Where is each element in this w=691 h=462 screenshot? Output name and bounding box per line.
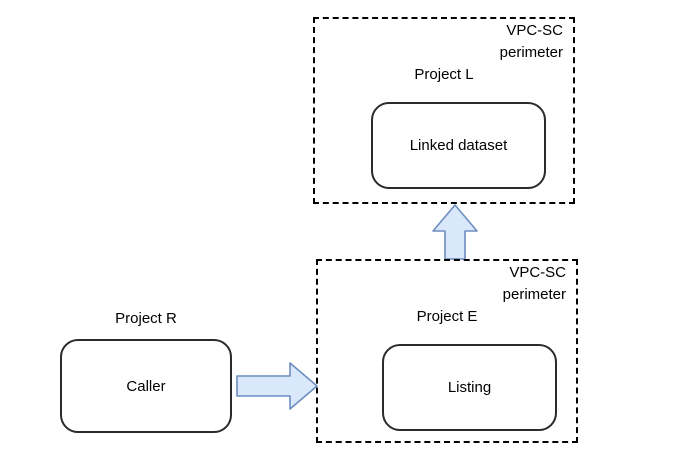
node-label-listing: Listing — [447, 379, 492, 396]
arrow-caller-to-listing — [236, 361, 318, 411]
arrow-listing-to-linked-dataset — [430, 204, 480, 260]
project-label-l: Project L — [414, 66, 474, 83]
vpc-sc-perimeter-project-l — [313, 17, 575, 204]
node-label-linked-dataset: Linked dataset — [409, 137, 508, 154]
project-label-e: Project E — [416, 308, 478, 325]
vpc-sc-perimeter-project-e — [316, 259, 578, 443]
arrow-up-shape — [432, 204, 478, 260]
node-label-caller: Caller — [126, 377, 166, 395]
node-listing[interactable]: Listing — [382, 344, 557, 431]
project-label-r: Project R — [115, 310, 177, 327]
perimeter-label-project-l: VPC-SC perimeter — [499, 22, 563, 61]
arrow-right-shape — [236, 362, 318, 410]
node-linked-dataset[interactable]: Linked dataset — [371, 102, 546, 189]
perimeter-label-project-e: VPC-SC perimeter — [502, 264, 566, 303]
node-caller[interactable]: Caller — [60, 339, 232, 433]
